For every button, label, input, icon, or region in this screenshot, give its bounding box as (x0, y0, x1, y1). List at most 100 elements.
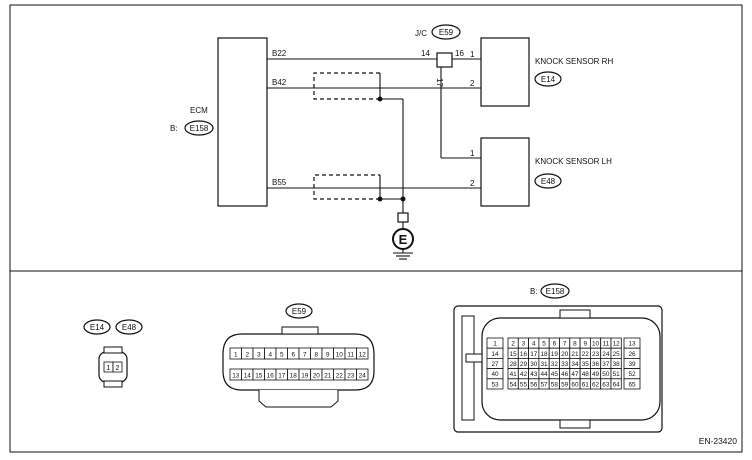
ecm-b-pin: 47 (571, 371, 579, 378)
sensor-pin-2: 2 (116, 365, 120, 372)
ecm-b-pin: 8 (573, 341, 577, 348)
ground-terminal (397, 212, 409, 223)
jc-e59-pin: 14 (244, 372, 252, 379)
ecm-b-pin: 13 (628, 341, 636, 348)
ecm-b-pin: 26 (628, 351, 636, 358)
ecm-b-pin: 39 (628, 361, 636, 368)
ecm-b-pin: 27 (491, 361, 499, 368)
sensor-connector-latch-bottom (103, 380, 123, 388)
ecm-b-pin: 4 (532, 341, 536, 348)
ecm-b-pin: 11 (603, 341, 610, 348)
jc-e59-pin: 11 (347, 351, 354, 358)
jc-connector-badge (431, 24, 461, 40)
jc-e59-pin: 21 (324, 372, 332, 379)
ecm-b-pin: 30 (530, 361, 538, 368)
ground-symbol-label: E (399, 232, 408, 247)
ecm-b-pin: 12 (613, 341, 621, 348)
jc-e59-id: E59 (292, 307, 307, 316)
ecm-connector-badge (184, 120, 214, 136)
ecm-b-pin-cell (610, 378, 622, 390)
ecm-b-pin: 2 (511, 341, 515, 348)
ecm-b-pin: 17 (530, 351, 538, 358)
rh-pin-1: 1 (470, 50, 475, 59)
sensor-connector-badge-e48 (115, 319, 143, 335)
ecm-b-pin: 40 (491, 371, 499, 378)
ecm-b-pin: 31 (540, 361, 548, 368)
ecm-b-pin: 49 (592, 371, 600, 378)
ecm-b-pin: 41 (510, 371, 518, 378)
ecm-b-prefix: B: (530, 287, 538, 296)
ecm-b-pin: 24 (602, 351, 610, 358)
ecm-b-pin: 59 (561, 381, 569, 388)
ecm-b-pin: 62 (592, 381, 600, 388)
ecm-b-pin: 42 (520, 371, 528, 378)
jc-pin-14: 14 (421, 49, 430, 58)
sensor-connector-id-e14: E14 (90, 323, 105, 332)
jc-e59-pin: 12 (359, 351, 367, 358)
ecm-b-pin: 29 (520, 361, 528, 368)
jc-e59-pin: 9 (326, 351, 330, 358)
ecm-b-pin: 19 (551, 351, 559, 358)
ecm-b-pin: 53 (491, 381, 499, 388)
ecm-b-pin: 28 (510, 361, 518, 368)
jc-e59-pin: 8 (314, 351, 318, 358)
ecm-b-pin: 3 (522, 341, 526, 348)
ecm-pin-b22: B22 (272, 49, 287, 58)
ecm-b-pin: 5 (542, 341, 546, 348)
sensor-connector-latch-top (103, 346, 123, 354)
ecm-b-pin: 65 (628, 381, 636, 388)
ecm-b-id: E158 (546, 287, 565, 296)
jc-e59-badge (285, 303, 313, 319)
jc-e59-pin: 18 (290, 372, 298, 379)
ecm-b-pin: 23 (592, 351, 600, 358)
ecm-b-pin: 46 (561, 371, 569, 378)
lh-connector-badge (534, 173, 562, 189)
ecm-b-pin: 63 (602, 381, 610, 388)
ecm-b-pin: 15 (510, 351, 518, 358)
jc-e59-pin: 24 (359, 372, 367, 379)
ecm-b-right-column: 13 26 39 52 65 (623, 337, 641, 390)
jc-e59-pin: 16 (267, 372, 275, 379)
jc-e59-pin: 3 (257, 351, 261, 358)
ecm-b-pin: 64 (613, 381, 621, 388)
knock-sensor-lh-box (480, 137, 530, 207)
ecm-b-pin: 52 (628, 371, 636, 378)
lh-pin-2: 2 (470, 179, 475, 188)
jc-e59-pin-cell (356, 347, 369, 360)
jc-label: J/C (415, 29, 427, 38)
ecm-b-pin: 48 (582, 371, 590, 378)
ecm-b-pin: 50 (602, 371, 610, 378)
ecm-b-pin: 33 (561, 361, 569, 368)
ecm-b-pin: 43 (530, 371, 538, 378)
ecm-connector-id: E158 (190, 124, 209, 133)
jc-e59-pin: 22 (336, 372, 344, 379)
ecm-b-pin: 61 (582, 381, 590, 388)
ecm-b-pin: 54 (510, 381, 518, 388)
ecm-b-pin: 37 (602, 361, 610, 368)
ecm-b-pin: 34 (571, 361, 579, 368)
jc-e59-pin: 7 (303, 351, 307, 358)
ecm-connector-prefix: B: (170, 124, 178, 133)
ecm-b-pin: 36 (592, 361, 600, 368)
junction-dot (377, 96, 383, 102)
knock-sensor-lh-label: KNOCK SENSOR LH (535, 157, 612, 166)
ecm-b-pin: 35 (582, 361, 590, 368)
jc-e59-pin: 10 (336, 351, 344, 358)
ecm-b-bottom-key (559, 419, 591, 429)
ecm-b-pin: 21 (571, 351, 579, 358)
jc-e59-pin: 23 (347, 372, 355, 379)
jc-e59-pin: 5 (280, 351, 284, 358)
jc-e59-pin: 19 (301, 372, 309, 379)
jc-e59-pin: 13 (232, 372, 240, 379)
ecm-b-pin-cell (623, 378, 641, 390)
jc-e59-pin: 6 (291, 351, 295, 358)
junction-dot (377, 196, 383, 202)
ecm-b-pin: 14 (491, 351, 499, 358)
sensor-pin-1: 1 (107, 365, 111, 372)
knock-sensor-rh-label: KNOCK SENSOR RH (535, 57, 613, 66)
jc-e59-bottom-latch (258, 390, 339, 408)
ecm-b-top-key (559, 309, 591, 319)
ecm-b-pin: 32 (551, 361, 559, 368)
